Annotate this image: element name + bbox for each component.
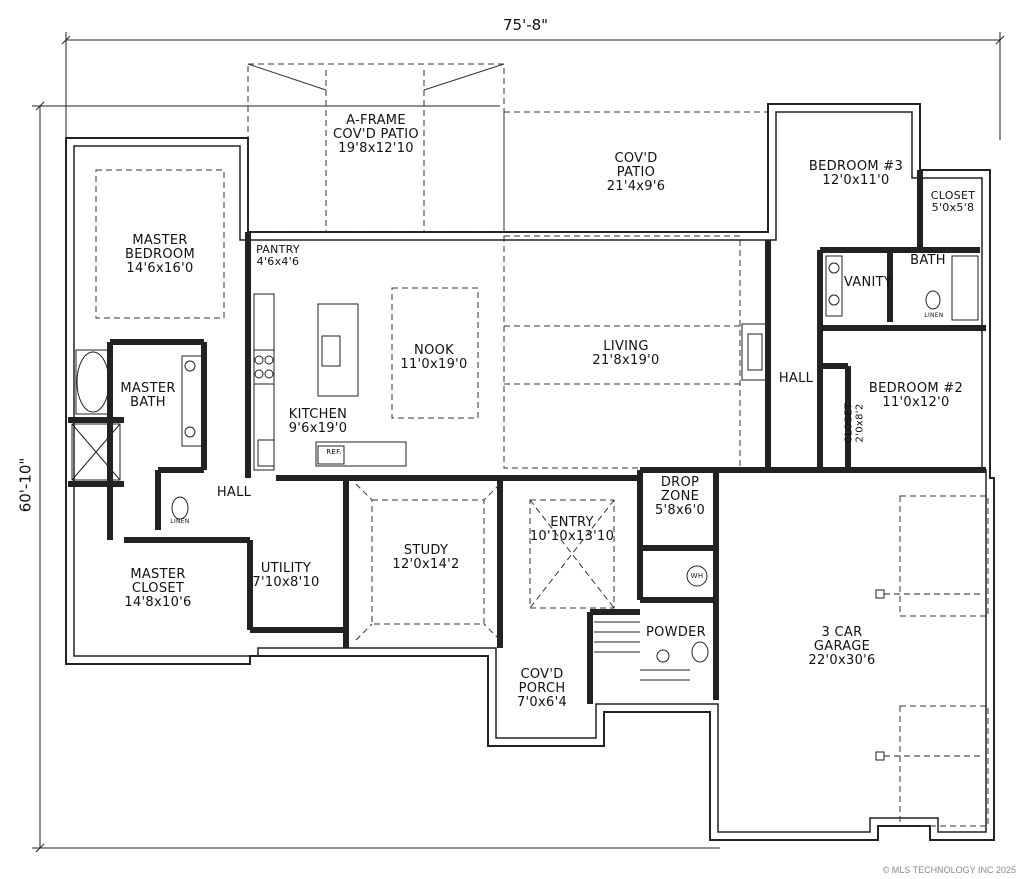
room-bedroom3: BEDROOM #3 12'0x11'0 — [809, 160, 903, 188]
room-aframe-patio: A-FRAME COV'D PATIO 19'8x12'10 — [333, 114, 419, 156]
room-vanity: VANITY — [844, 276, 892, 290]
room-name: BEDROOM #2 — [868, 381, 964, 396]
room-utility: UTILITY 7'10x8'10 — [252, 562, 319, 590]
room-name: NOOK — [414, 343, 454, 358]
room-name: COV'D PATIO — [614, 151, 658, 180]
room-bath: BATH — [910, 254, 946, 268]
aframe-roof — [247, 63, 505, 91]
room-size: 7'0x6'4 — [516, 695, 568, 710]
kitchen-fixtures — [253, 293, 407, 471]
room-entry: ENTRY 10'10x13'10 — [530, 516, 614, 544]
room-master-bedroom: MASTER BEDROOM 14'6x16'0 — [125, 234, 195, 276]
room-hall-left: HALL — [217, 486, 251, 500]
room-name: HALL — [216, 485, 252, 500]
room-name: UTILITY — [260, 561, 312, 576]
room-size: 11'0x12'0 — [882, 395, 950, 410]
room-name: A-FRAME COV'D PATIO — [333, 113, 419, 142]
room-kitchen: KITCHEN 9'6x19'0 — [289, 408, 348, 436]
room-size: 7'10x8'10 — [252, 575, 320, 590]
ceiling-features — [355, 483, 615, 641]
room-size: 14'8x10'6 — [124, 595, 192, 610]
room-name: COV'D PORCH — [518, 667, 566, 696]
room-drop-zone: DROP ZONE 5'8x6'0 — [655, 476, 705, 518]
room-name: DROP ZONE — [660, 475, 700, 504]
room-size: 12'0x11'0 — [822, 173, 890, 188]
room-name: PANTRY — [256, 243, 300, 256]
room-name: BATH — [910, 253, 946, 268]
watermark: © MLS TECHNOLOGY INC 2025 — [882, 865, 1016, 875]
room-name: STUDY — [403, 543, 449, 558]
width-dimension: 75'-8" — [503, 16, 549, 34]
wh-label: WH — [690, 572, 704, 580]
linen-label-master: LINEN — [170, 518, 190, 525]
room-size: 10'10x13'10 — [529, 529, 615, 544]
room-name: 3 CAR GARAGE — [813, 625, 871, 654]
room-size: 5'8x6'0 — [654, 503, 706, 518]
room-name: HALL — [778, 371, 814, 386]
entry-steps — [594, 621, 690, 681]
bath-fixtures — [71, 255, 979, 663]
linen-label-bath: LINEN — [924, 312, 944, 319]
room-size: 14'6x16'0 — [126, 261, 194, 276]
room-hall-right: HALL — [779, 372, 813, 386]
room-bedroom2: BEDROOM #2 11'0x12'0 — [869, 382, 963, 410]
room-size: 11'0x19'0 — [400, 357, 468, 372]
room-size: 21'4x9'6 — [606, 179, 666, 194]
room-name: MASTER CLOSET — [130, 567, 186, 596]
closet2-size: 2'0x8'2 — [854, 403, 866, 443]
fireplace-icon — [741, 323, 769, 381]
patio-outlines — [95, 63, 989, 827]
depth-dimension-line — [32, 101, 720, 853]
room-size: 4'6x4'6 — [256, 255, 300, 268]
room-size: 22'0x30'6 — [808, 653, 876, 668]
ref-label: REF. — [326, 448, 342, 456]
room-name: MASTER BATH — [120, 381, 176, 410]
room-name: KITCHEN — [288, 407, 348, 422]
room-master-closet: MASTER CLOSET 14'8x10'6 — [124, 568, 191, 610]
room-master-bath: MASTER BATH — [120, 382, 175, 410]
closet2-label: CLOSET 2'0x8'2 — [843, 403, 865, 444]
room-study: STUDY 12'0x14'2 — [392, 544, 459, 572]
room-garage: 3 CAR GARAGE 22'0x30'6 — [808, 626, 875, 668]
room-living: LIVING 21'8x19'0 — [592, 340, 659, 368]
room-size: 21'8x19'0 — [592, 353, 660, 368]
room-covd-patio: COV'D PATIO 21'4x9'6 — [607, 152, 666, 194]
room-size: 19'8x12'10 — [338, 141, 414, 156]
garage-markers — [875, 589, 980, 761]
room-nook: NOOK 11'0x19'0 — [400, 344, 467, 372]
room-name: LIVING — [603, 339, 649, 354]
room-pantry: PANTRY 4'6x4'6 — [256, 244, 300, 268]
room-size: 12'0x14'2 — [392, 557, 460, 572]
room-name: VANITY — [843, 275, 893, 290]
room-name: POWDER — [646, 625, 706, 640]
room-size: 5'0x5'8 — [931, 201, 975, 214]
room-porch: COV'D PORCH 7'0x6'4 — [517, 668, 567, 710]
room-size: 9'6x19'0 — [288, 421, 348, 436]
width-dimension-line — [61, 32, 1005, 140]
closet2-name: CLOSET — [843, 402, 855, 444]
room-powder: POWDER — [646, 626, 706, 640]
depth-dimension: 60'-10" — [16, 457, 35, 513]
room-name: BEDROOM #3 — [808, 159, 904, 174]
room-name: MASTER BEDROOM — [125, 233, 195, 262]
room-closet-b3: CLOSET 5'0x5'8 — [931, 190, 976, 214]
room-name: CLOSET — [930, 189, 976, 202]
room-name: ENTRY — [550, 515, 594, 530]
